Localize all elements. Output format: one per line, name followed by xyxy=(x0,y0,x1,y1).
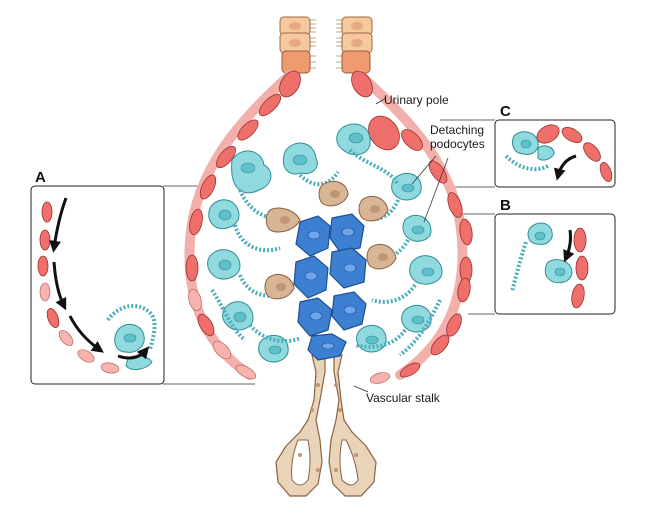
panel-a-label: A xyxy=(35,169,46,186)
bowmans-capsule xyxy=(184,70,473,384)
endothelial-cells xyxy=(293,213,367,361)
panel-c-label: C xyxy=(500,103,511,120)
proximal-tubule xyxy=(279,16,373,74)
panel-c: C xyxy=(494,103,616,188)
mesangial-cells xyxy=(264,180,397,300)
annotation-lines xyxy=(353,97,449,393)
panel-a: A xyxy=(30,169,165,385)
vascular-stalk-label: Vascular stalk xyxy=(366,391,441,405)
urinary-pole-label: Urinary pole xyxy=(384,93,449,107)
vascular-stalk xyxy=(275,354,377,497)
podocytes xyxy=(207,123,443,363)
panel-b-label: B xyxy=(500,197,511,214)
detaching-podocytes-label-line2: podocytes xyxy=(430,137,485,151)
panel-b: B xyxy=(494,197,616,315)
detaching-podocytes-label-line1: Detaching xyxy=(430,123,484,137)
